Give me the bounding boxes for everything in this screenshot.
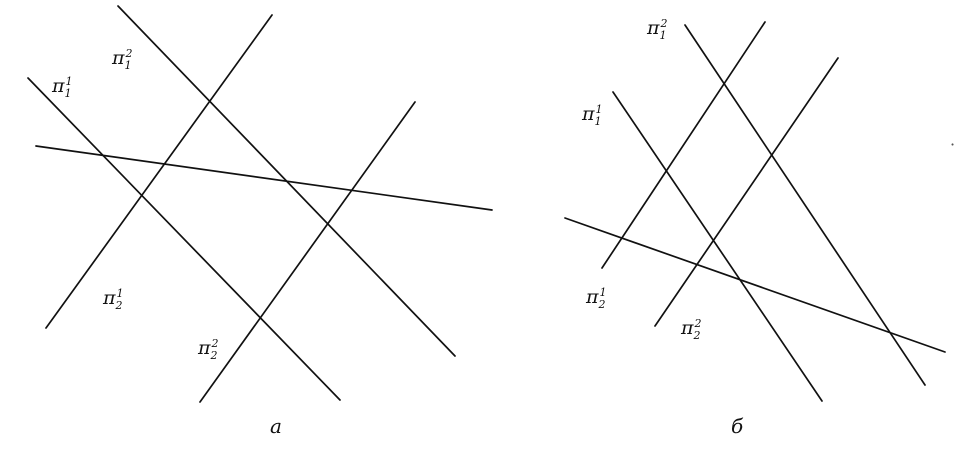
panel-a-label-pi22: π22 xyxy=(197,337,219,362)
panel-b-label-pi11: π11 xyxy=(581,103,603,128)
panel-a-label-pi11: π11 xyxy=(51,75,73,100)
panel-a-caption: а xyxy=(270,414,282,438)
panel-a-label-pi21: π21 xyxy=(102,287,124,312)
panel-a-label-pi12: π12 xyxy=(111,47,133,72)
panel-b-caption: б xyxy=(731,414,744,438)
panel-b: π12 π11 π21 π22 б xyxy=(564,17,946,438)
panel-b-line-pi22 xyxy=(654,57,839,327)
edge-mark: · xyxy=(950,135,955,154)
panel-b-label-pi21: π21 xyxy=(585,286,607,311)
panel-a: π11 π12 π21 π22 а xyxy=(27,5,493,438)
panel-a-transversal-line xyxy=(35,145,493,211)
panel-b-line-pi12 xyxy=(684,24,926,386)
panel-b-transversal-line xyxy=(564,217,946,353)
panel-b-label-pi22: π22 xyxy=(680,317,702,342)
panel-b-label-pi12: π12 xyxy=(646,17,668,42)
panel-b-line-pi21 xyxy=(601,21,766,269)
panel-a-line-pi11 xyxy=(27,77,341,401)
panel-b-line-pi11 xyxy=(612,91,823,402)
panel-a-line-pi21 xyxy=(45,14,273,329)
panel-a-line-pi22 xyxy=(199,101,416,403)
